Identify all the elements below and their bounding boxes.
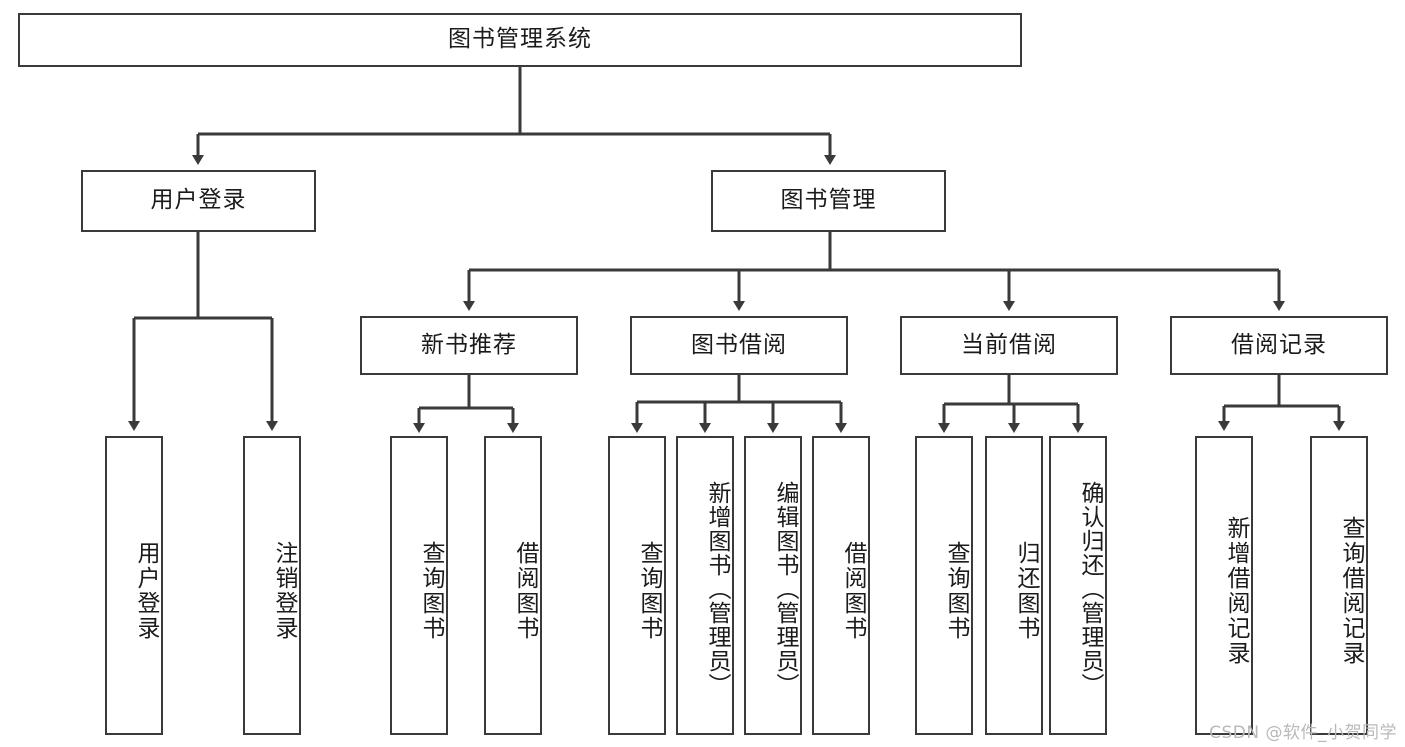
leaf-query-book-current[interactable]: 查询图书 <box>915 436 973 735</box>
node-root-system[interactable]: 图书管理系统 <box>18 13 1022 67</box>
leaf-borrow-book-recommend[interactable]: 借阅图书 <box>484 436 542 735</box>
leaf-add-book-admin[interactable]: 新增图书（管理员） <box>676 436 734 735</box>
edges-borrow-to-leaves <box>631 375 847 433</box>
node-user-login[interactable]: 用户登录 <box>81 170 316 232</box>
node-new-book-recommend[interactable]: 新书推荐 <box>360 316 578 375</box>
leaf-logout[interactable]: 注销登录 <box>243 436 301 735</box>
edges-userlogin-to-leaves <box>128 232 278 431</box>
leaf-borrow-book[interactable]: 借阅图书 <box>812 436 870 735</box>
node-current-borrow[interactable]: 当前借阅 <box>900 316 1118 375</box>
node-book-management[interactable]: 图书管理 <box>711 170 946 232</box>
leaf-query-borrow-record[interactable]: 查询借阅记录 <box>1310 436 1368 735</box>
watermark-text: CSDN @软件_小贺同学 <box>1209 723 1397 743</box>
edges-newbook-to-leaves <box>413 375 519 433</box>
leaf-user-login[interactable]: 用户登录 <box>105 436 163 735</box>
leaf-return-book[interactable]: 归还图书 <box>985 436 1043 735</box>
node-book-borrow[interactable]: 图书借阅 <box>630 316 848 375</box>
edges-bookmgmt-to-level3 <box>463 232 1285 311</box>
edges-root-to-level2 <box>192 67 836 165</box>
leaf-query-book-borrow[interactable]: 查询图书 <box>608 436 666 735</box>
leaf-edit-book-admin[interactable]: 编辑图书（管理员） <box>744 436 802 735</box>
edges-record-to-leaves <box>1218 375 1345 431</box>
leaf-query-book-recommend[interactable]: 查询图书 <box>390 436 448 735</box>
leaf-confirm-return-admin[interactable]: 确认归还（管理员） <box>1049 436 1107 735</box>
leaf-add-borrow-record[interactable]: 新增借阅记录 <box>1195 436 1253 735</box>
edges-current-to-leaves <box>938 375 1084 433</box>
node-borrow-record[interactable]: 借阅记录 <box>1170 316 1388 375</box>
